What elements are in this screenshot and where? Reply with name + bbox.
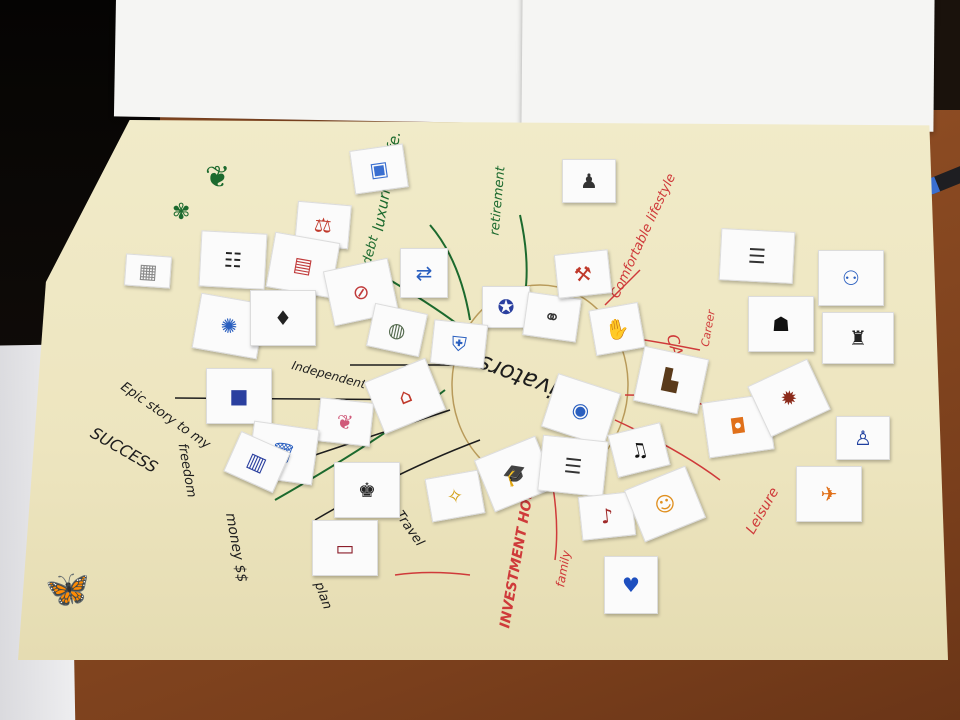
arrows-icon: ⇄ bbox=[415, 261, 433, 285]
graduation-cap-icon: 🎓 bbox=[498, 458, 532, 490]
ballerina-icon: ✧ bbox=[444, 482, 466, 510]
rings-icon: ⚭ bbox=[542, 303, 562, 331]
picture-card: ♦ bbox=[250, 290, 316, 346]
heart-icon: ♥ bbox=[622, 573, 640, 597]
picture-card: ☰ bbox=[537, 434, 609, 498]
picture-card: ■ bbox=[206, 368, 272, 424]
branch-line bbox=[614, 419, 721, 481]
receipt-icon: ☰ bbox=[562, 453, 584, 479]
user-icon: ♟ bbox=[580, 169, 598, 193]
butterfly-drawing-icon: 🦋 bbox=[45, 569, 90, 610]
plane-icon: ✈ bbox=[820, 482, 838, 506]
medal-icon: ✺ bbox=[218, 312, 240, 340]
picture-card: ✋ bbox=[588, 302, 646, 356]
clipboard-icon: ☰ bbox=[747, 243, 767, 269]
picture-card: ✪ bbox=[482, 286, 530, 328]
picture-card: ☰ bbox=[718, 228, 796, 284]
person-icon: ☗ bbox=[772, 312, 790, 336]
picture-card: ✧ bbox=[424, 469, 486, 523]
picture-card: ✈ bbox=[796, 466, 862, 522]
picture-card: ▦ bbox=[123, 253, 173, 289]
guitar-icon: ♪ bbox=[599, 503, 615, 529]
no-smoking-icon: ⊘ bbox=[350, 278, 372, 306]
picture-card: ▣ bbox=[349, 143, 409, 195]
shield-icon: ⛨ bbox=[450, 331, 468, 357]
picture-card: ⚒ bbox=[553, 249, 613, 299]
picture-card: ♜ bbox=[822, 312, 894, 364]
picture-card: ▭ bbox=[312, 520, 378, 576]
picture-card: ♟ bbox=[562, 159, 616, 203]
tie-icon: ♦ bbox=[274, 306, 292, 330]
camera-icon: ◉ bbox=[568, 395, 594, 425]
music-note-icon: ♫ bbox=[627, 436, 651, 464]
picture-card: ⚭ bbox=[522, 291, 582, 343]
instagram-icon: ◘ bbox=[728, 413, 748, 439]
car-icon: ▙ bbox=[660, 366, 682, 394]
calendar-icon: ▤ bbox=[291, 251, 315, 279]
book-icon: ▥ bbox=[243, 447, 271, 477]
hands-icon: ✋ bbox=[602, 315, 632, 343]
businessman-icon: ♜ bbox=[849, 326, 867, 350]
picture-card: ☷ bbox=[198, 230, 268, 290]
tv-icon: ▭ bbox=[335, 536, 355, 560]
branch-line bbox=[604, 269, 641, 306]
picture-card: ♙ bbox=[836, 416, 890, 460]
people-icon: ☷ bbox=[223, 247, 243, 273]
picture-card: ☗ bbox=[748, 296, 814, 352]
crest-icon: ✪ bbox=[497, 295, 515, 319]
box-icon: ▣ bbox=[367, 155, 391, 183]
scale-icon: ⚖ bbox=[313, 212, 333, 238]
picture-card: ⚇ bbox=[818, 250, 884, 306]
picture-card: ♚ bbox=[334, 462, 400, 518]
branch-line bbox=[519, 214, 528, 296]
globe-icon: ◍ bbox=[385, 316, 409, 344]
family-icon: ♙ bbox=[854, 426, 872, 450]
branch-line bbox=[429, 224, 471, 321]
hearts-icon: ❦ bbox=[335, 409, 355, 435]
tower-icon: ⌂ bbox=[394, 382, 416, 410]
square-icon: ■ bbox=[229, 384, 249, 408]
picture-card: ⛨ bbox=[429, 319, 489, 369]
sprout-drawing-icon: ✾ bbox=[172, 200, 191, 225]
photo-icon: ▦ bbox=[137, 258, 159, 284]
branch-line bbox=[394, 571, 471, 576]
picture-card: ⇄ bbox=[400, 248, 448, 298]
leaf-drawing-icon: ❦ bbox=[205, 160, 231, 195]
smiley-icon: ☺ bbox=[650, 488, 680, 520]
picture-card: ♥ bbox=[604, 556, 658, 614]
picture-card: ❦ bbox=[315, 397, 375, 447]
couple-icon: ⚇ bbox=[842, 266, 860, 290]
fire-icon: ✹ bbox=[776, 383, 802, 413]
king-icon: ♚ bbox=[358, 478, 376, 502]
tools-icon: ⚒ bbox=[572, 261, 594, 287]
